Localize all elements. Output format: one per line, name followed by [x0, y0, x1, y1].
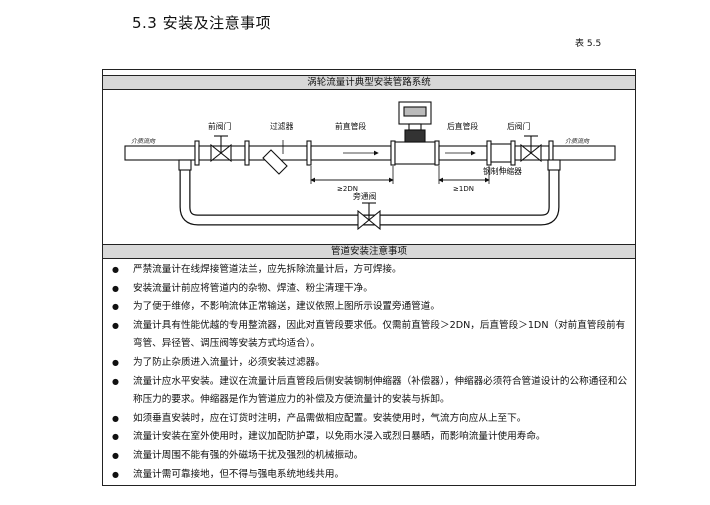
list-item: 流量计应水平安装。建议在流量计后直管段后侧安装钢制伸缩器（补偿器），伸缩器必须符… — [103, 373, 635, 410]
installation-table: 涡轮流量计典型安装管路系统 — [102, 69, 636, 486]
label-filter: 过滤器 — [270, 121, 294, 131]
expander — [490, 143, 512, 163]
list-item: 如须垂直安装时，应在订货时注明，产品需做相应配置。安装使用时，气流方向应从上至下… — [103, 410, 635, 429]
label-rear-valve: 后阀门 — [507, 121, 531, 131]
list-item: 流量计周围不能有强的外磁场干扰及强烈的机械振动。 — [103, 447, 635, 466]
list-item: 为了便于维修，不影响流体正常输送，建议依照上图所示设置旁通管道。 — [103, 298, 635, 317]
label-dim-front: ≥2DN — [337, 185, 358, 193]
label-flow-in: 介质流向 — [131, 137, 156, 145]
inlet-pipe — [124, 145, 196, 161]
notes-list: 严禁流量计在线焊接管道法兰，应先拆除流量计后，方可焊接。 安装流量计前应将管道内… — [103, 261, 635, 484]
label-expander: 钢制伸缩器 — [483, 166, 522, 176]
flowmeter-body — [394, 141, 436, 165]
list-item: 严禁流量计在线焊接管道法兰，应先拆除流量计后，方可焊接。 — [103, 261, 635, 280]
label-dim-rear: ≥1DN — [453, 185, 474, 193]
notes-title: 管道安装注意事项 — [103, 244, 635, 259]
label-bypass-valve: 旁通阀 — [353, 191, 377, 201]
list-item: 安装流量计前应将管道内的杂物、焊渣、粉尘清理干净。 — [103, 280, 635, 299]
table-label: 表 5.5 — [575, 39, 602, 49]
outlet-pipe — [552, 145, 616, 161]
list-item: 流量计需可靠接地，但不得与强电系统地线共用。 — [103, 466, 635, 485]
label-flow-out: 介质流向 — [565, 137, 590, 145]
list-item: 流量计具有性能优越的专用整流器，因此对直管段要求低。仅需前直管段＞2DN，后直管… — [103, 317, 635, 354]
diagram-title: 涡轮流量计典型安装管路系统 — [103, 75, 635, 90]
list-item: 流量计安装在室外使用时，建议加配防护罩，以免雨水浸入或烈日暴晒，而影响流量计使用… — [103, 428, 635, 447]
installation-diagram: 介质流向 介质流向 前阀门 过滤器 前直管段 后直管段 后阀门 钢制伸缩器 旁通… — [124, 101, 616, 231]
section-title: 5.3 安装及注意事项 — [132, 14, 272, 32]
list-item: 为了防止杂质进入流量计，必须安装过滤器。 — [103, 354, 635, 373]
label-front-valve: 前阀门 — [208, 121, 232, 131]
label-front-straight: 前直管段 — [335, 121, 366, 131]
filter — [262, 149, 288, 175]
label-rear-straight: 后直管段 — [447, 121, 478, 131]
